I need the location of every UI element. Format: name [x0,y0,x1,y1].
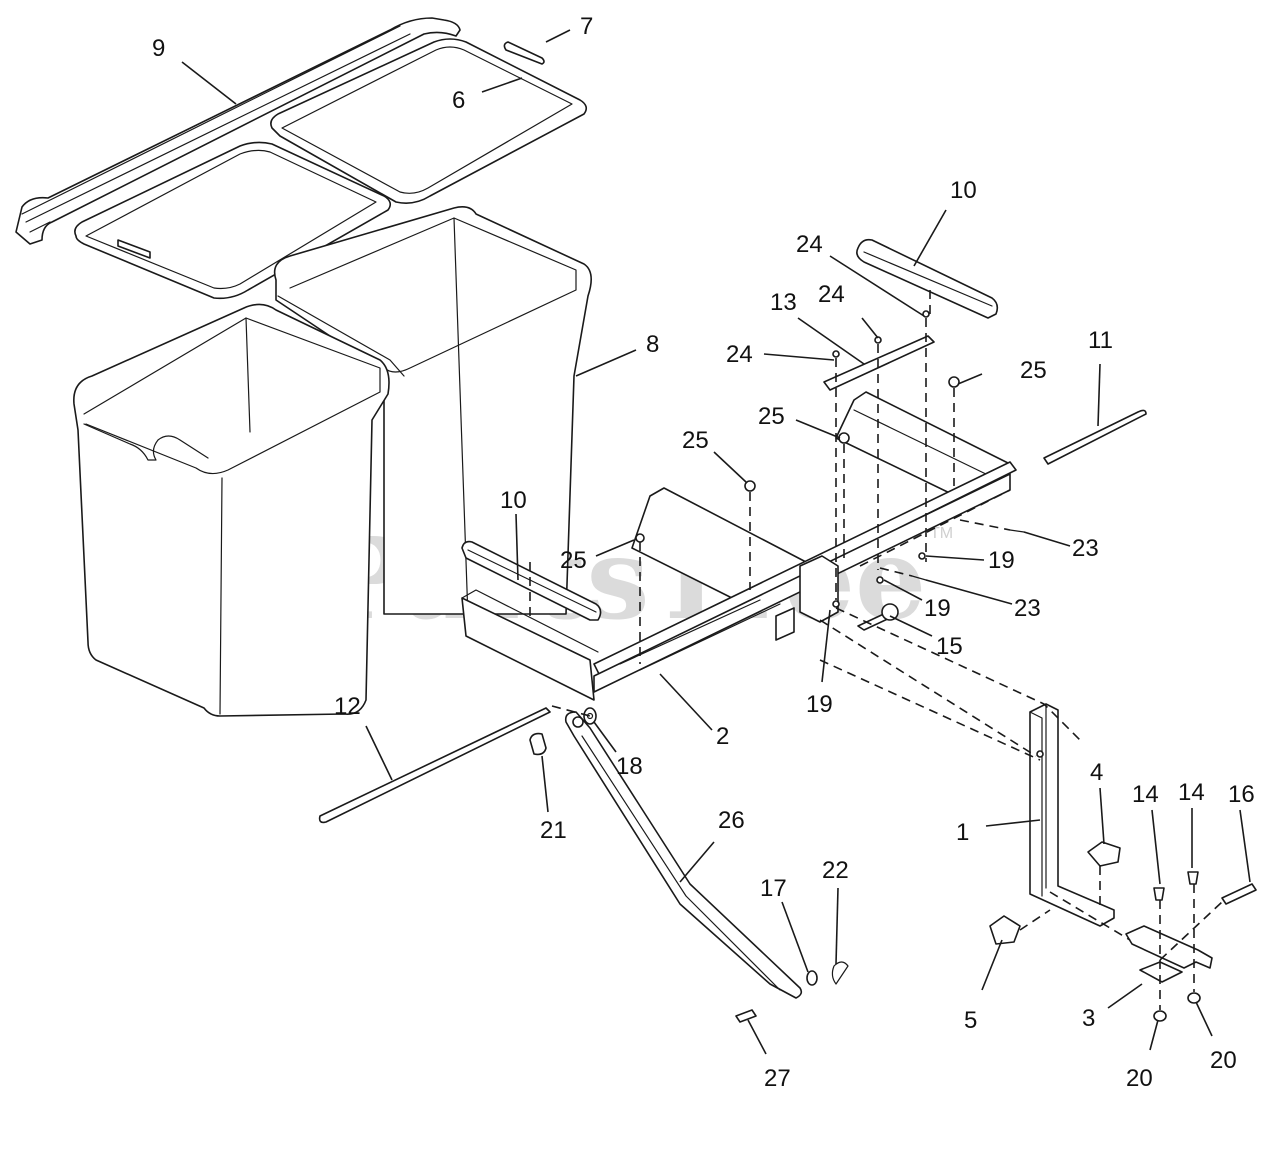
callout-5[interactable]: 5 [964,1007,977,1034]
callout-7[interactable]: 7 [580,13,593,40]
callout-23-lower[interactable]: 23 [1014,595,1041,622]
callout-3[interactable]: 3 [1082,1005,1095,1032]
spring-23b[interactable] [911,575,927,581]
front-grass-bag[interactable] [73,303,390,717]
callout-25-low[interactable]: 25 [560,547,587,574]
front-axle-rod[interactable] [318,707,551,824]
callout-labels: 9 7 6 8 10 24 24 13 24 25 11 25 25 25 10… [152,13,1255,1092]
lower-support-bar[interactable] [461,540,602,621]
callout-26[interactable]: 26 [718,807,745,834]
callout-14-left[interactable]: 14 [1132,781,1159,808]
callout-13[interactable]: 13 [770,289,797,316]
spring-23a[interactable] [1009,529,1025,533]
callout-24-top[interactable]: 24 [796,231,823,258]
washer-17[interactable] [806,970,818,986]
knob-4[interactable] [1087,841,1121,867]
u-channel-bracket[interactable] [1125,925,1213,983]
callout-1[interactable]: 1 [956,819,969,846]
lever-arm[interactable] [564,711,803,999]
callout-20-left[interactable]: 20 [1126,1065,1153,1092]
washer-19a[interactable] [918,552,926,560]
callout-24-left[interactable]: 24 [726,341,753,368]
callout-19-mid[interactable]: 19 [924,595,951,622]
callout-20-right[interactable]: 20 [1210,1047,1237,1074]
nut-20b[interactable] [1187,992,1201,1004]
clevis-pin[interactable] [857,603,899,631]
nut-25d[interactable] [635,533,645,543]
callout-17[interactable]: 17 [760,875,787,902]
callout-10-lower[interactable]: 10 [500,487,527,514]
hitch-frame-assembly[interactable] [461,391,1017,701]
fasteners [635,310,1025,608]
callout-15[interactable]: 15 [936,633,963,660]
lid-pin[interactable] [503,41,545,65]
leader-lines [181,29,1251,1055]
bolt-16[interactable] [1221,883,1257,905]
assembly-lines [529,290,1223,1010]
callout-19-upper[interactable]: 19 [988,547,1015,574]
upper-support-bar[interactable] [856,238,999,319]
callout-16[interactable]: 16 [1228,781,1255,808]
mounting-plate[interactable] [823,335,935,391]
callout-9[interactable]: 9 [152,35,165,62]
rear-axle-rod[interactable] [1043,409,1147,465]
bag-handle-rail[interactable] [15,17,461,245]
screw-24c[interactable] [922,310,930,318]
callout-11[interactable]: 11 [1088,327,1113,354]
nut-25a[interactable] [948,376,960,388]
nut-25b[interactable] [838,432,850,444]
nut-21[interactable] [529,732,547,756]
callout-10-upper[interactable]: 10 [950,177,977,204]
callout-4[interactable]: 4 [1090,759,1103,786]
hitch-bracket[interactable] [1029,703,1115,927]
right-bag-lid-frame[interactable] [270,38,588,204]
callout-24-mid[interactable]: 24 [818,281,845,308]
callout-2[interactable]: 2 [716,723,729,750]
pin-27[interactable] [735,1009,757,1023]
knob-5[interactable] [989,915,1021,945]
callout-14-right[interactable]: 14 [1178,779,1205,806]
callout-25-left[interactable]: 25 [682,427,709,454]
callout-23-upper[interactable]: 23 [1072,535,1099,562]
washer-18[interactable] [583,707,597,725]
washer-19b[interactable] [876,576,884,584]
nut-20a[interactable] [1153,1010,1167,1022]
callout-6[interactable]: 6 [452,87,465,114]
left-bag-lid-frame[interactable] [74,141,392,300]
callout-8[interactable]: 8 [646,331,659,358]
callout-21[interactable]: 21 [540,817,567,844]
nut-25c[interactable] [744,480,756,492]
callout-25-mid[interactable]: 25 [758,403,785,430]
callout-12[interactable]: 12 [334,693,361,720]
washer-19c[interactable] [832,600,840,608]
watermark-trademark: TM [930,525,953,542]
callout-18[interactable]: 18 [616,753,643,780]
screw-24a[interactable] [832,350,840,358]
callout-19-lower[interactable]: 19 [806,691,833,718]
bolt-14a[interactable] [1153,887,1165,901]
bolt-14b[interactable] [1187,871,1199,885]
callout-22[interactable]: 22 [822,857,849,884]
callout-27[interactable]: 27 [764,1065,791,1092]
hair-pin-22[interactable] [831,961,849,985]
callout-25-right[interactable]: 25 [1020,357,1047,384]
